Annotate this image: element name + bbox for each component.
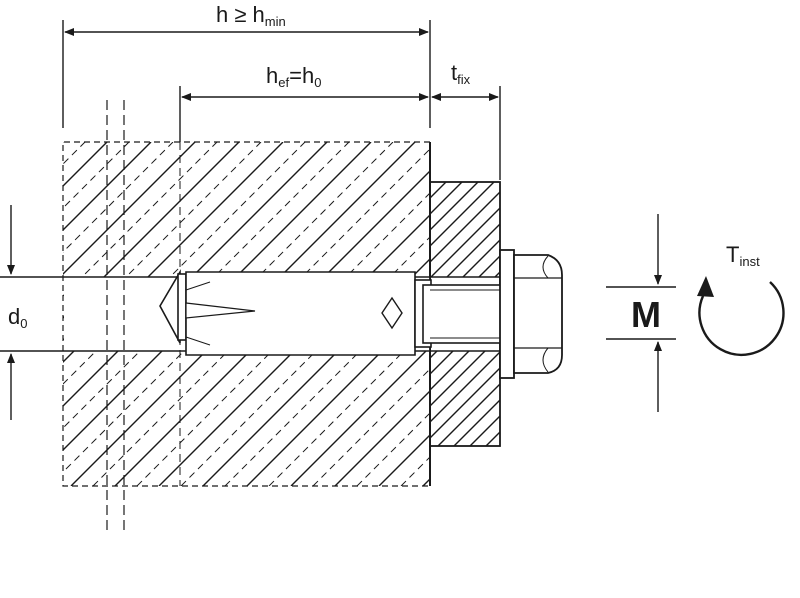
hex-nut	[513, 254, 563, 374]
anchor-bolt	[422, 284, 504, 344]
label-h-ef: hef=h0	[266, 63, 321, 90]
dimension-h-ef	[179, 86, 429, 142]
dimension-m	[606, 214, 676, 412]
anchor-sleeve	[159, 269, 432, 356]
washer	[499, 249, 515, 379]
label-t-inst: Tinst	[726, 242, 760, 269]
torque-arrow-icon	[697, 276, 785, 357]
label-m: M	[631, 294, 661, 335]
dimension-h-total	[62, 20, 431, 128]
concrete-outline-dashed	[62, 141, 430, 487]
label-d0: d0	[8, 304, 27, 331]
diamond-mark-icon	[381, 296, 403, 330]
label-t-fix: tfix	[451, 60, 471, 87]
label-h-total: h ≥ hmin	[216, 2, 286, 29]
dimension-t-fix	[431, 86, 501, 180]
